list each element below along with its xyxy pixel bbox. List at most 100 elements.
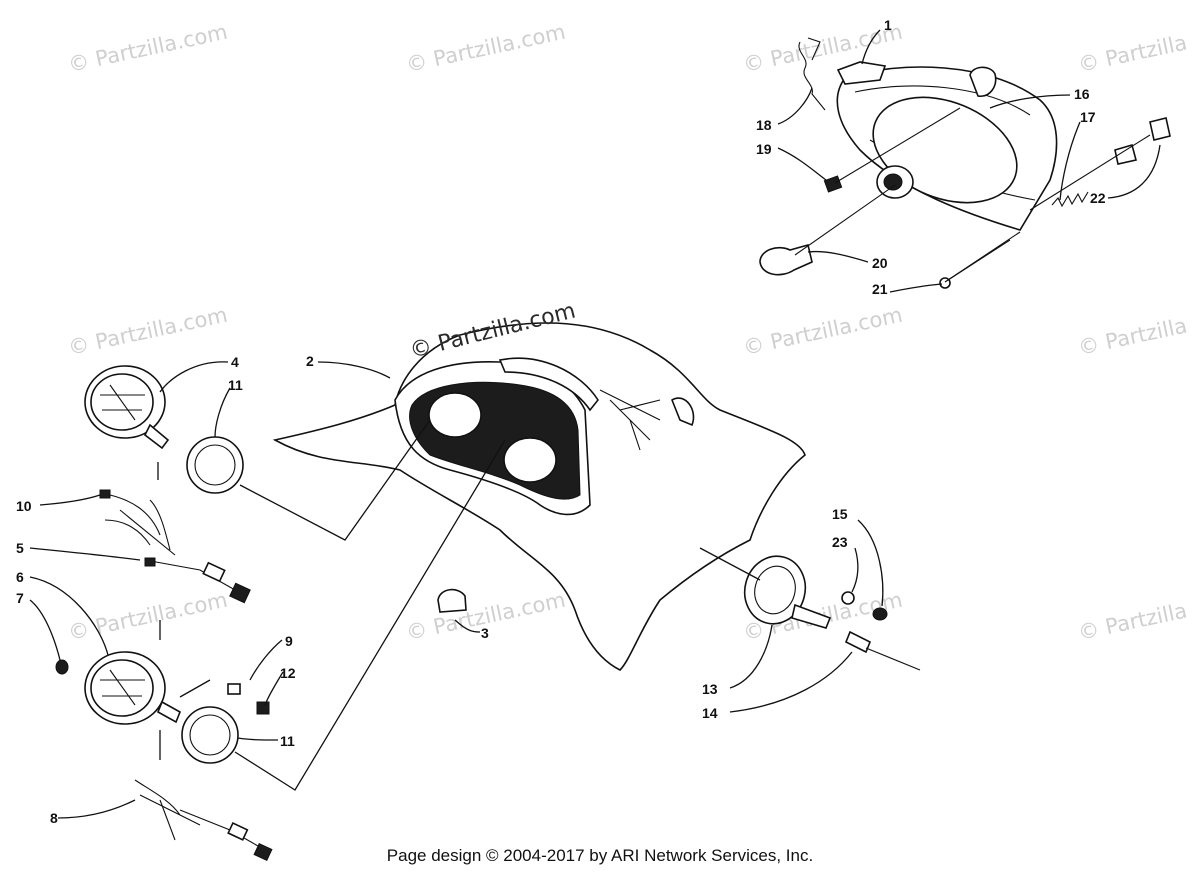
leader-9 (249, 639, 283, 681)
page-footer-copyright: Page design © 2004-2017 by ARI Network S… (386, 846, 814, 865)
leader-6 (29, 576, 109, 656)
callout-14: 14 (702, 705, 718, 721)
bulb-socket-hole (883, 173, 903, 191)
spring-part-17 (1051, 191, 1089, 208)
gauge-face (754, 565, 796, 615)
leader-15 (857, 519, 884, 607)
leader-17 (1059, 121, 1081, 201)
harness-connector (227, 822, 249, 841)
callout-7: 7 (16, 590, 24, 606)
gauge-fuel-part-13 (743, 555, 832, 629)
harness-terminal (99, 489, 111, 499)
leader-8 (57, 799, 136, 819)
watermark: © Partzilla (1076, 30, 1189, 76)
bracket-part-1 (836, 61, 887, 85)
bezel-ring-inner (189, 714, 231, 756)
hood-vent-slot (498, 357, 599, 412)
leader-ring-lower-to-dash (234, 439, 506, 791)
callout-23: 23 (832, 534, 848, 550)
callout-11-lower: 11 (280, 733, 295, 749)
leader-3 (454, 619, 481, 633)
callout-6: 6 (16, 569, 24, 585)
nut-part-15 (872, 607, 888, 621)
assembly-guide-lines (157, 462, 211, 760)
gauge-markings (100, 384, 145, 421)
leader-10 (39, 494, 101, 506)
leader-11-lower (237, 737, 279, 741)
callout-22: 22 (1090, 190, 1106, 206)
bezel-ring-inner (194, 444, 236, 486)
leader-ring-upper-to-dash (239, 419, 431, 541)
callout-18: 18 (756, 117, 772, 133)
gauge-stem (156, 700, 182, 724)
gauge-hole-right (503, 437, 557, 483)
gauge-markings (100, 669, 145, 706)
leader-18 (777, 87, 813, 125)
leader-19 (777, 147, 827, 181)
nut-part-7 (55, 659, 69, 675)
callout-16: 16 (1074, 86, 1090, 102)
watermark: © Partzilla (1076, 313, 1189, 359)
socket-part-12 (256, 701, 270, 715)
bulb-part-20 (759, 244, 813, 276)
leader-14 (729, 651, 853, 713)
hood-grille-lines (599, 389, 661, 451)
leader-23 (851, 547, 859, 593)
callout-20: 20 (872, 255, 888, 271)
hood-side-vent (671, 397, 695, 427)
wire-harness-part-8 (134, 779, 273, 862)
wire-harness-part-5 (99, 489, 251, 604)
wire-clip-end (807, 37, 821, 61)
watermark: © Partzilla.com (66, 588, 230, 645)
leader-4 (159, 361, 229, 393)
leader-20 (807, 250, 869, 263)
watermark: © Partzilla.com (66, 303, 230, 360)
callout-13: 13 (702, 681, 718, 697)
callout-17: 17 (1080, 109, 1096, 125)
hood-panel (272, 322, 806, 671)
callout-5: 5 (16, 540, 24, 556)
nut-part-19 (823, 175, 843, 193)
adjuster-nut-part-22 (1149, 117, 1171, 141)
watermark: © Partzilla.com (741, 303, 905, 360)
leader-7 (29, 599, 61, 661)
harness-plug (229, 582, 251, 604)
gauge-speedometer-part-4 (84, 365, 170, 450)
cable-part-14 (865, 647, 921, 671)
leader-gauge-to-hood (699, 547, 761, 581)
callout-1: 1 (884, 17, 892, 33)
gauge-hole-left (428, 392, 482, 438)
headlight-axis-lines (794, 107, 1151, 283)
washer-part-23 (841, 591, 855, 605)
callout-2: 2 (306, 353, 314, 369)
leader-lines (29, 29, 1161, 819)
leader-11-upper (214, 387, 231, 438)
watermark: © Partzilla.com (66, 20, 230, 77)
gauge-bracket (791, 603, 832, 629)
adjuster-plate-part-22 (1114, 144, 1137, 165)
harness-connector (202, 561, 226, 583)
leader-16 (989, 94, 1071, 109)
callout-4: 4 (231, 354, 239, 370)
leader-21 (889, 283, 943, 293)
gauge-tachometer-part-6 (84, 651, 182, 725)
leader-13 (729, 624, 773, 689)
leader-2 (317, 361, 391, 379)
callout-12: 12 (280, 665, 296, 681)
callout-3: 3 (481, 625, 489, 641)
harness-terminal (144, 557, 156, 567)
callout-21: 21 (872, 281, 888, 297)
leader-12 (264, 671, 284, 706)
cable-fitting-part-14 (844, 630, 872, 654)
harness-plug (253, 842, 273, 862)
callout-8: 8 (50, 810, 58, 826)
leader-1 (861, 29, 881, 65)
bulb-part-9 (227, 683, 241, 695)
callout-15: 15 (832, 506, 848, 522)
watermark: © Partzilla (1076, 598, 1189, 644)
clip-part-3 (437, 588, 467, 613)
mount-tab-part-16 (969, 66, 997, 97)
harness-wires (134, 779, 266, 851)
callout-layer: 1 2 3 4 5 6 7 8 9 10 11 11 12 13 14 15 1… (16, 17, 1106, 826)
